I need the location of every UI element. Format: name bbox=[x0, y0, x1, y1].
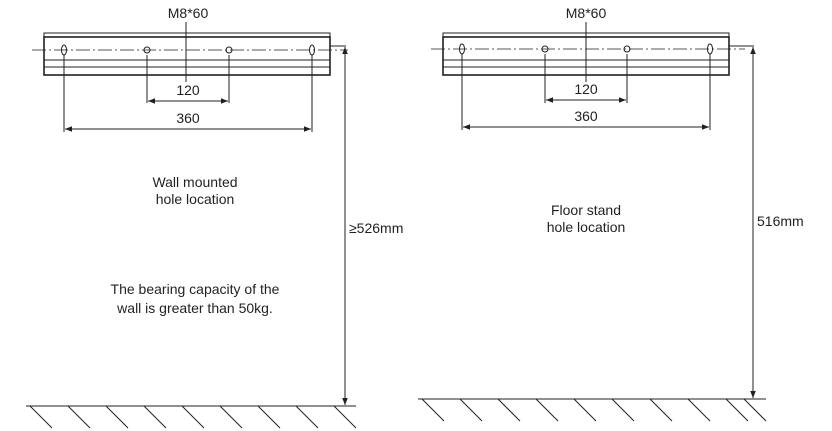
right-dim-120 bbox=[544, 54, 628, 103]
left-note-line1: The bearing capacity of the bbox=[111, 281, 280, 297]
right-bolt-label: M8*60 bbox=[566, 5, 607, 21]
right-caption-line1: Floor stand bbox=[551, 202, 621, 218]
right-bracket bbox=[431, 32, 745, 76]
left-caption-line1: Wall mounted bbox=[152, 174, 237, 190]
left-note-line2: wall is greater than 50kg. bbox=[116, 300, 273, 316]
right-mounting-holes bbox=[459, 43, 713, 55]
right-height-dim-label: 516mm bbox=[757, 213, 804, 229]
right-ground-hatch bbox=[418, 398, 767, 422]
left-panel: M8*60 120 360 Wall mounted hole location… bbox=[26, 5, 403, 429]
left-dim-360 bbox=[63, 55, 313, 132]
right-caption-line2: hole location bbox=[547, 219, 626, 235]
right-panel: M8*60 120 360 Floor stand hole location … bbox=[418, 5, 804, 422]
left-bracket bbox=[32, 32, 348, 76]
right-dim-360 bbox=[461, 54, 711, 130]
left-caption-line2: hole location bbox=[156, 191, 235, 207]
left-height-dimension bbox=[330, 45, 348, 405]
left-ground-hatch bbox=[26, 405, 357, 429]
left-outer-dim-label: 360 bbox=[176, 110, 200, 126]
right-outer-dim-label: 360 bbox=[574, 108, 598, 124]
left-height-dim-label: ≥526mm bbox=[349, 220, 403, 236]
right-inner-dim-label: 120 bbox=[574, 81, 598, 97]
right-height-dimension bbox=[729, 45, 756, 398]
left-bolt-label: M8*60 bbox=[168, 5, 209, 21]
left-dim-120 bbox=[146, 55, 230, 104]
left-inner-dim-label: 120 bbox=[176, 82, 200, 98]
